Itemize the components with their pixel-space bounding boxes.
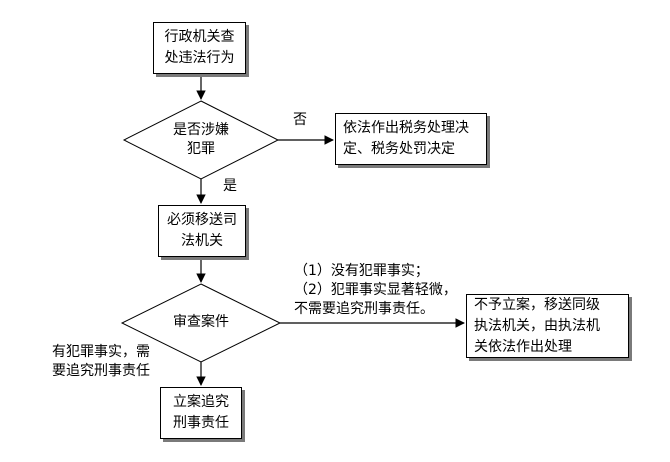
node-transfer-line2: 法机关 (181, 233, 223, 249)
node-tax-line1: 依法作出税务处理决 (343, 120, 469, 136)
node-file-case: 立案追究刑事责任 (160, 387, 242, 439)
node-not-file: 不予立案，移送同级执法机关，由执法机关依法作出处理 (466, 294, 629, 358)
label-reasons-line2: （2）犯罪事实显著轻微， (294, 282, 457, 298)
node-notfile-line1: 不予立案，移送同级 (474, 296, 600, 313)
decision-crime-text: 是否涉嫌犯罪 (151, 121, 251, 159)
label-reasons: （1）没有犯罪事实； （2）犯罪事实显著轻微， 不需要追究刑事责任。 (294, 262, 457, 319)
node-file-line1: 立案追究 (173, 394, 229, 410)
node-start: 行政机关查处违法行为 (153, 22, 246, 74)
label-crime-line2: 要追究刑事责任 (52, 363, 150, 379)
node-tax-line2: 定、税务处罚决定 (343, 141, 455, 157)
node-file-line2: 刑事责任 (173, 415, 229, 431)
node-tax-decision: 依法作出税务处理决定、税务处罚决定 (335, 113, 487, 165)
decision-crime-line2: 犯罪 (187, 141, 215, 157)
label-no: 否 (293, 112, 307, 128)
label-yes: 是 (223, 178, 237, 194)
label-reasons-line3: 不需要追究刑事责任。 (294, 301, 434, 317)
node-transfer: 必须移送司法机关 (158, 205, 246, 257)
node-transfer-line1: 必须移送司 (167, 212, 237, 228)
decision-crime-line1: 是否涉嫌 (173, 122, 229, 138)
decision-review-line1: 审查案件 (173, 314, 229, 330)
label-crime: 有犯罪事实，需 要追究刑事责任 (52, 343, 150, 381)
label-reasons-line1: （1）没有犯罪事实； (294, 263, 429, 279)
label-crime-line1: 有犯罪事实，需 (52, 344, 150, 360)
decision-review-text: 审查案件 (151, 313, 251, 332)
node-start-line2: 处违法行为 (164, 50, 235, 66)
node-notfile-line3: 关依法作出处理 (474, 338, 572, 355)
node-start-line1: 行政机关查 (164, 29, 235, 45)
node-notfile-line2: 执法机关，由执法机 (474, 317, 600, 334)
